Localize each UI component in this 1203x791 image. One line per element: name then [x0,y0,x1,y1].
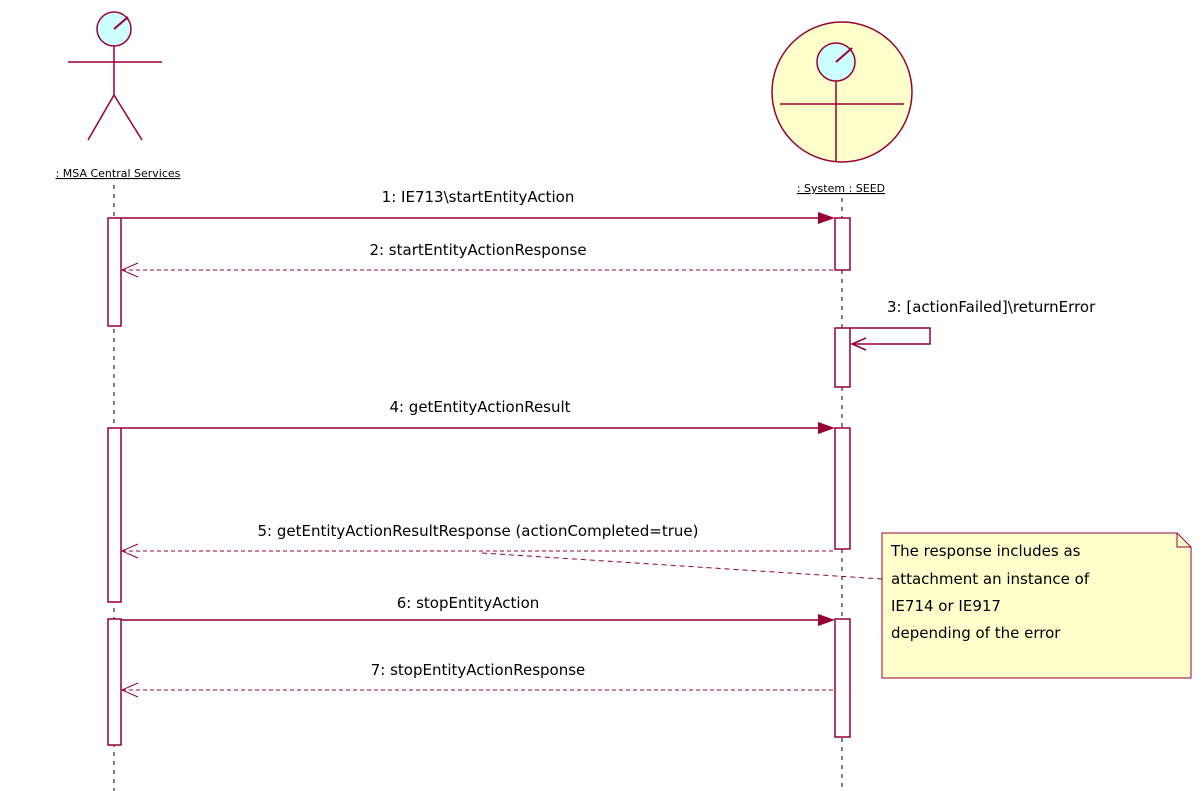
message-7-arrow [120,682,835,698]
note-line-3: IE714 or IE917 [891,597,1001,615]
message-4-arrow [121,422,835,434]
message-2-label: 2: startEntityActionResponse [369,241,586,259]
message-5-arrow [120,543,835,559]
note [881,532,1192,679]
message-6-arrow [121,614,835,626]
actor-activation-bar [107,217,122,327]
system-activation-bar [834,327,851,388]
system-activation-bar [834,618,851,738]
system-activation-bar [834,427,851,550]
message-3-label: 3: [actionFailed]\returnError [887,298,1096,316]
message-3-arrow [850,327,931,351]
system-activation-bar [834,217,851,271]
message-2-arrow [120,262,835,278]
message-6-label: 6: stopEntityAction [397,594,540,612]
message-4-label: 4: getEntityActionResult [389,398,570,416]
message-1-label: 1: IE713\startEntityAction [382,188,575,206]
actor-activation-bar [107,618,122,746]
message-7-label: 7: stopEntityActionResponse [371,661,586,679]
actor-activation-bar [107,427,122,603]
system-lifeline-name: : System : SEED [797,182,885,195]
actor-icon [68,11,162,141]
system-actor-icon [771,21,913,163]
note-line-4: depending of the error [891,624,1061,642]
note-connector [481,552,883,580]
note-line-1: The response includes as [890,542,1081,560]
actor-lifeline-name: : MSA Central Services [56,167,181,180]
note-line-2: attachment an instance of [891,570,1090,588]
message-1-arrow [121,212,835,224]
message-5-label: 5: getEntityActionResultResponse (action… [258,522,699,540]
